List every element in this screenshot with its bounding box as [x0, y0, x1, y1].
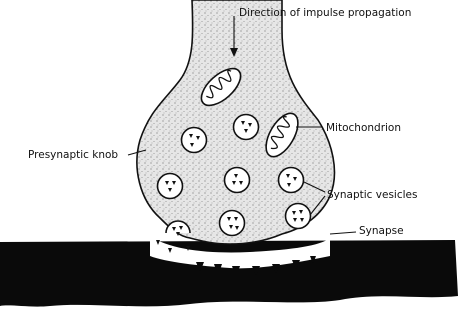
impulse-direction-label: Direction of impulse propagation [239, 7, 411, 19]
synaptic-vesicle [286, 204, 311, 229]
synapse-label: Synapse [359, 225, 404, 237]
synaptic-vesicle [182, 128, 207, 153]
synaptic-vesicle [158, 174, 183, 199]
synaptic-vesicle [225, 168, 250, 193]
presynaptic-knob-label: Presynaptic knob [28, 149, 118, 161]
mitochondrion-label: Mitochondrion [326, 122, 401, 134]
synaptic-vesicle [234, 115, 259, 140]
synaptic-vesicle [220, 211, 245, 236]
synaptic-vesicle [279, 168, 304, 193]
synaptic-vesicles-label: Synaptic vesicles [327, 189, 417, 201]
postsynaptic-membrane [0, 240, 458, 307]
